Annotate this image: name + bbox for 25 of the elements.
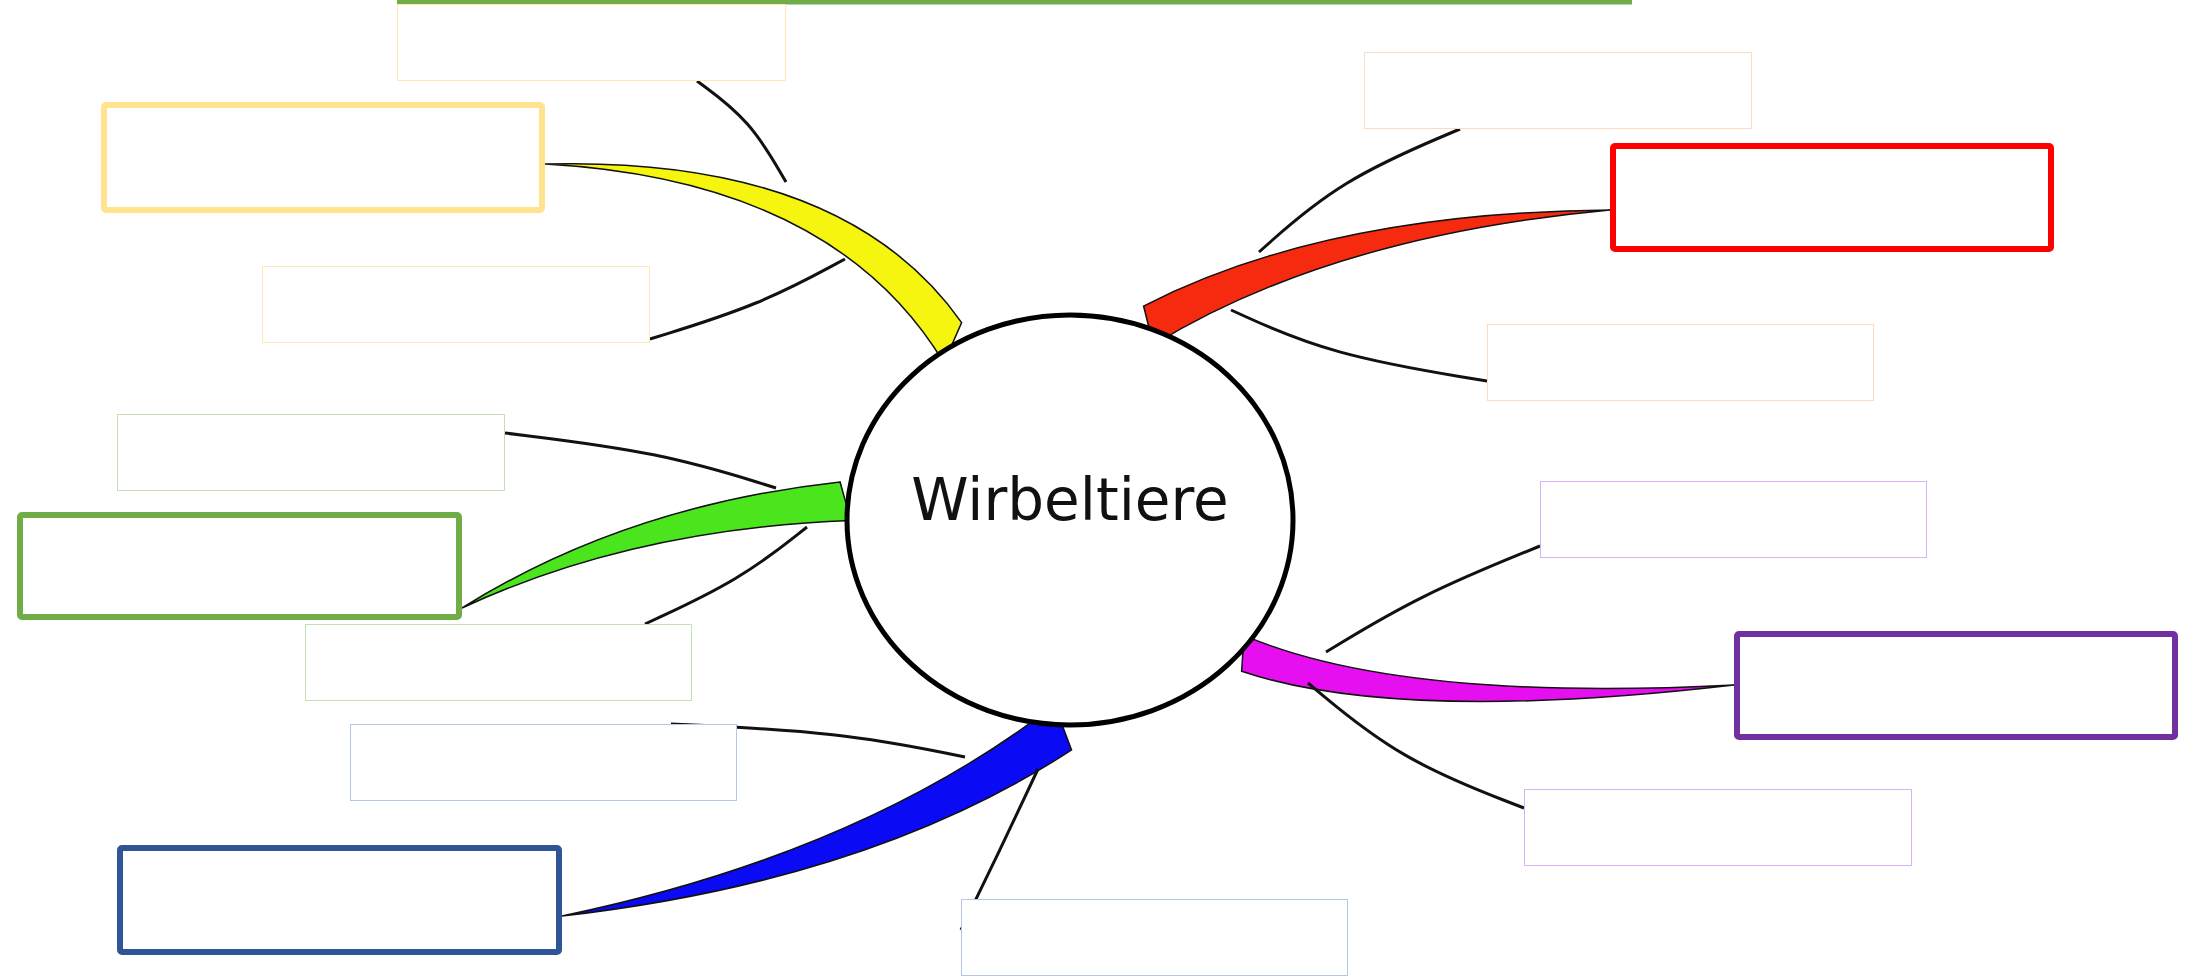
empty-box — [17, 512, 462, 620]
empty-box — [1487, 324, 1874, 401]
connector-line — [1325, 544, 1541, 654]
empty-box — [117, 414, 505, 491]
empty-box — [350, 724, 737, 801]
connector-line — [504, 431, 777, 490]
empty-box — [117, 845, 562, 955]
empty-box — [1524, 789, 1912, 866]
empty-box — [1364, 52, 1752, 129]
empty-box — [1734, 631, 2178, 740]
connector-line — [696, 79, 788, 183]
connector-line — [1307, 681, 1525, 810]
empty-box — [262, 266, 650, 343]
empty-box — [101, 102, 545, 213]
connector-line — [1258, 127, 1461, 254]
empty-box — [397, 4, 786, 81]
connector-line — [1230, 308, 1488, 383]
topic-title: Wirbeltiere — [911, 466, 1229, 534]
connector-line — [644, 525, 808, 626]
central-circle — [842, 310, 1298, 730]
connector-line — [649, 257, 846, 341]
empty-box — [1540, 481, 1927, 558]
empty-box — [305, 624, 692, 701]
empty-box — [1610, 143, 2054, 252]
empty-box — [961, 899, 1348, 976]
